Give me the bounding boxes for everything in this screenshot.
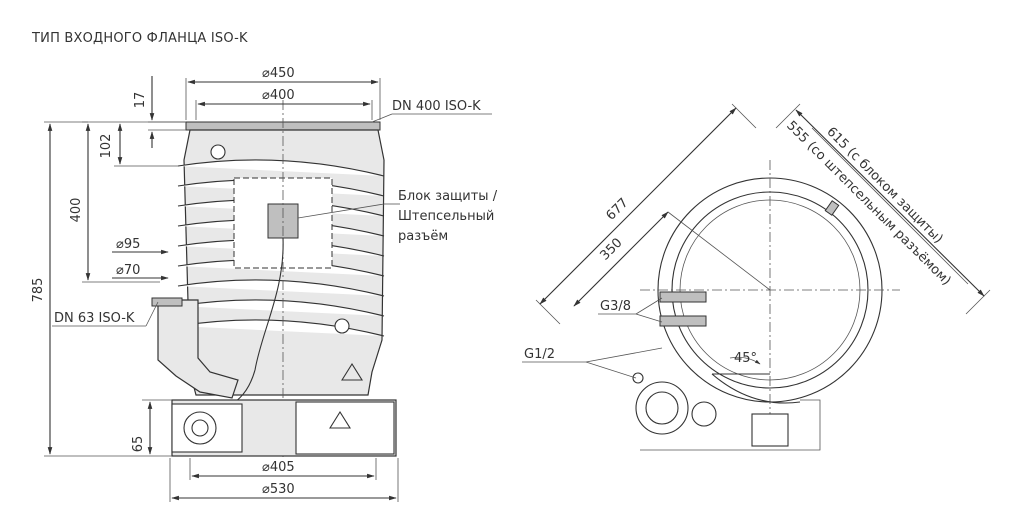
lifting-eye bbox=[210, 144, 226, 160]
top-view: 677 350 615 (с блоком защиты) 555 (со шт… bbox=[522, 103, 991, 451]
dim-h400: 400 bbox=[69, 198, 84, 223]
dim-d405: ⌀405 bbox=[262, 460, 295, 475]
dim-h17: 17 bbox=[133, 92, 148, 109]
dn400-label: DN 400 ISO-K bbox=[392, 99, 481, 114]
g38-connector-1 bbox=[659, 291, 707, 303]
dim-l677: 677 bbox=[603, 195, 631, 223]
dim-h65: 65 bbox=[131, 436, 146, 453]
dim-d530: ⌀530 bbox=[262, 482, 295, 497]
g38-label: G3/8 bbox=[600, 299, 631, 314]
dim-h785: 785 bbox=[31, 278, 46, 303]
dn63-flange bbox=[151, 297, 183, 307]
block-label-1: Блок защиты / bbox=[398, 189, 498, 204]
g38-connector-2 bbox=[659, 315, 707, 327]
warning-icon-upper bbox=[341, 362, 363, 381]
dim-d450: ⌀450 bbox=[262, 66, 295, 81]
block-label-2: Штепсельный bbox=[398, 209, 494, 224]
angle-45: 45° bbox=[734, 351, 757, 366]
top-dn63-flange bbox=[635, 381, 689, 435]
dn63-label: DN 63 ISO-K bbox=[54, 311, 135, 326]
drawing-title: ТИП ВХОДНОГО ФЛАНЦА ISO-K bbox=[31, 31, 248, 46]
dim-d70: ⌀70 bbox=[116, 263, 140, 278]
warning-icon bbox=[329, 410, 351, 429]
forevacuum-port bbox=[157, 299, 239, 399]
dim-h102: 102 bbox=[99, 134, 114, 159]
front-view: ⌀450 ⌀400 DN 400 ISO-K 17 102 400 785 ⌀9… bbox=[31, 66, 498, 502]
g12-label: G1/2 bbox=[524, 347, 555, 362]
dim-d95: ⌀95 bbox=[116, 237, 140, 252]
dim-d400: ⌀400 bbox=[262, 88, 295, 103]
g12-connector bbox=[632, 372, 644, 384]
block-label-3: разъём bbox=[398, 229, 448, 244]
